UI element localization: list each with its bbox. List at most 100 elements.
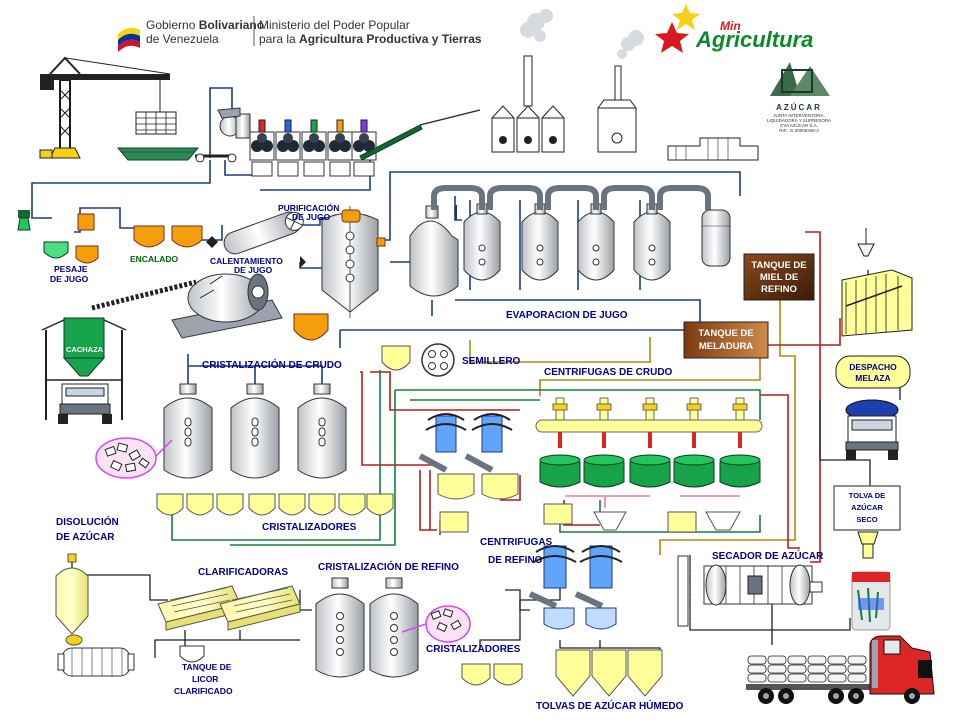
centrifuges-crude [539, 397, 761, 488]
truck-cab-icon [869, 635, 935, 695]
centrifuge-crude [629, 397, 671, 488]
batch-centrifuges-crude [418, 413, 519, 533]
sugar-sack [767, 673, 787, 683]
cva-rif: RIF.: G-20006348-3 [779, 128, 819, 133]
mill-unit [301, 119, 327, 177]
sugar-sack [767, 664, 787, 674]
mill-unit [275, 119, 301, 177]
juice-heaters: CALENTAMIENTO DE JUGO [206, 211, 306, 275]
juice-weighing: PESAJE DE JUGO [17, 210, 99, 284]
vacuum-pan [230, 383, 280, 479]
crystallizer [278, 493, 306, 516]
mill-unit [351, 119, 377, 177]
tanker-truck-icon [845, 399, 899, 460]
clarificadoras-label: CLARIFICADORAS [198, 567, 288, 578]
evaporator-body [633, 203, 671, 281]
cachaza-hopper: CACHAZA [41, 317, 127, 424]
tanque-meladura-label: TANQUE DE [698, 328, 753, 339]
centrifugas-refino-label: CENTRIFUGAS [480, 537, 553, 548]
sugar-sack [847, 655, 867, 665]
tolva-seco-label-line3: SECO [856, 515, 877, 524]
despacho-label: DESPACHO [849, 362, 897, 372]
calentamiento-label: CALENTAMIENTO [210, 256, 283, 266]
liming-tanks: ENCALADO [130, 225, 203, 264]
wet-sugar-hoppers [555, 649, 663, 697]
centrifuge-feeder-rail [535, 419, 763, 433]
tolva-seco-label-line2: AZÚCAR [851, 503, 883, 512]
cristalizadores-label-1: CRISTALIZADORES [262, 522, 357, 533]
boiler-house [491, 9, 759, 161]
cane-crane [39, 56, 200, 161]
seed-tank [381, 345, 411, 371]
tolvas-humedo-label: TOLVAS DE AZÚCAR HÚMEDO [536, 699, 684, 712]
crystallizer [216, 493, 244, 516]
crystallizer [338, 493, 366, 516]
sugar-crystals-icon [104, 442, 150, 473]
sugar-crystals-icon [430, 608, 462, 633]
sugar-sack [747, 664, 767, 674]
cva-line-1: JUNTA INTERVENTORA, [773, 113, 825, 118]
crystallizer [156, 493, 184, 516]
cane-shredder [217, 107, 251, 139]
sugar-sack [827, 655, 847, 665]
juice-clarifier: PURIFICACIÓN DE JUGO [278, 202, 386, 318]
vacuum-pans-crude [163, 383, 347, 479]
tanque-licor-label-line3: CLARIFICADO [174, 686, 233, 696]
sugar-bag-icon [851, 571, 891, 631]
sugar-sack [747, 673, 767, 683]
tanque-miel-label-line2: MIEL DE [760, 272, 798, 283]
sugar-sack [807, 655, 827, 665]
cva-name: AZÚCAR [776, 103, 822, 112]
tanque-miel-label: TANQUE DE [751, 260, 806, 271]
min-small-text: Min [720, 19, 741, 33]
turbine-house [597, 99, 637, 153]
star-icon [655, 22, 689, 53]
evaporator-1 [409, 205, 459, 297]
tolva-azucar-seco: TOLVA DE AZÚCAR SECO [833, 485, 901, 631]
centrifuge-crude [583, 397, 625, 488]
crystallizer [366, 493, 394, 516]
crystallizer [186, 493, 214, 516]
sugar-sack [807, 664, 827, 674]
molasses-tank [841, 228, 913, 337]
cva-line-2: LIQUIDADORA Y SUPRESORA [767, 118, 831, 123]
vacuum-pan-refino [369, 577, 419, 678]
purificacion-label-line2: DE JUGO [292, 212, 331, 222]
secador-label: SECADOR DE AZÚCAR [712, 549, 824, 562]
cachaza-label: CACHAZA [66, 345, 104, 354]
pipe-network [31, 87, 901, 660]
cristalizadores-label-2: CRISTALIZADORES [426, 644, 521, 655]
tanque-licor-label-line2: LICOR [192, 674, 218, 684]
semillero-label: SEMILLERO [462, 356, 521, 367]
tanque-miel-label-line3: REFINO [761, 284, 797, 295]
centrifuge-spindle [425, 413, 513, 453]
cva-azucar-logo: AZÚCAR JUNTA INTERVENTORA, LIQUIDADORA Y… [764, 56, 834, 133]
crystallizers-refino [461, 663, 523, 686]
smoke-icon [520, 9, 644, 59]
vacuum-pans-refino [315, 577, 419, 678]
gov-line-2: de Venezuela [146, 32, 219, 46]
evaporators: EVAPORACION DE JUGO [409, 185, 731, 321]
disolucion-label: DISOLUCIÓN [56, 515, 119, 528]
tanque-miel-refino: TANQUE DE MIEL DE REFINO [743, 253, 815, 301]
sugar-sack [787, 655, 807, 665]
sugar-sack [787, 673, 807, 683]
cva-line-3: CVA AZÚCAR S.A. [780, 122, 818, 128]
centrifuge-crude [673, 397, 715, 488]
crystal-magnifier-refino [401, 605, 471, 643]
government-logo: Gobierno Bolivariano de Venezuela Minist… [118, 16, 482, 52]
pesaje-label: PESAJE [54, 264, 88, 274]
boiler [491, 105, 565, 153]
despacho-melaza: DESPACHO MELAZA [835, 355, 911, 460]
feed-conveyor [195, 153, 237, 163]
sugar-sack [847, 673, 867, 683]
tanque-meladura: TANQUE DE MELADURA [683, 321, 769, 359]
ministry-line-2: para la Agricultura Productiva y Tierras [259, 32, 482, 46]
gov-line-1: Gobierno Bolivariano [146, 18, 264, 32]
vacuum-pan [163, 383, 213, 479]
mills-group [249, 119, 377, 177]
venezuela-flag-icon [118, 27, 140, 52]
cristalizacion-crudo-label: CRISTALIZACIÓN DE CRUDO [202, 358, 342, 371]
sugar-dryer [677, 555, 823, 627]
mill-tandem [217, 107, 481, 177]
